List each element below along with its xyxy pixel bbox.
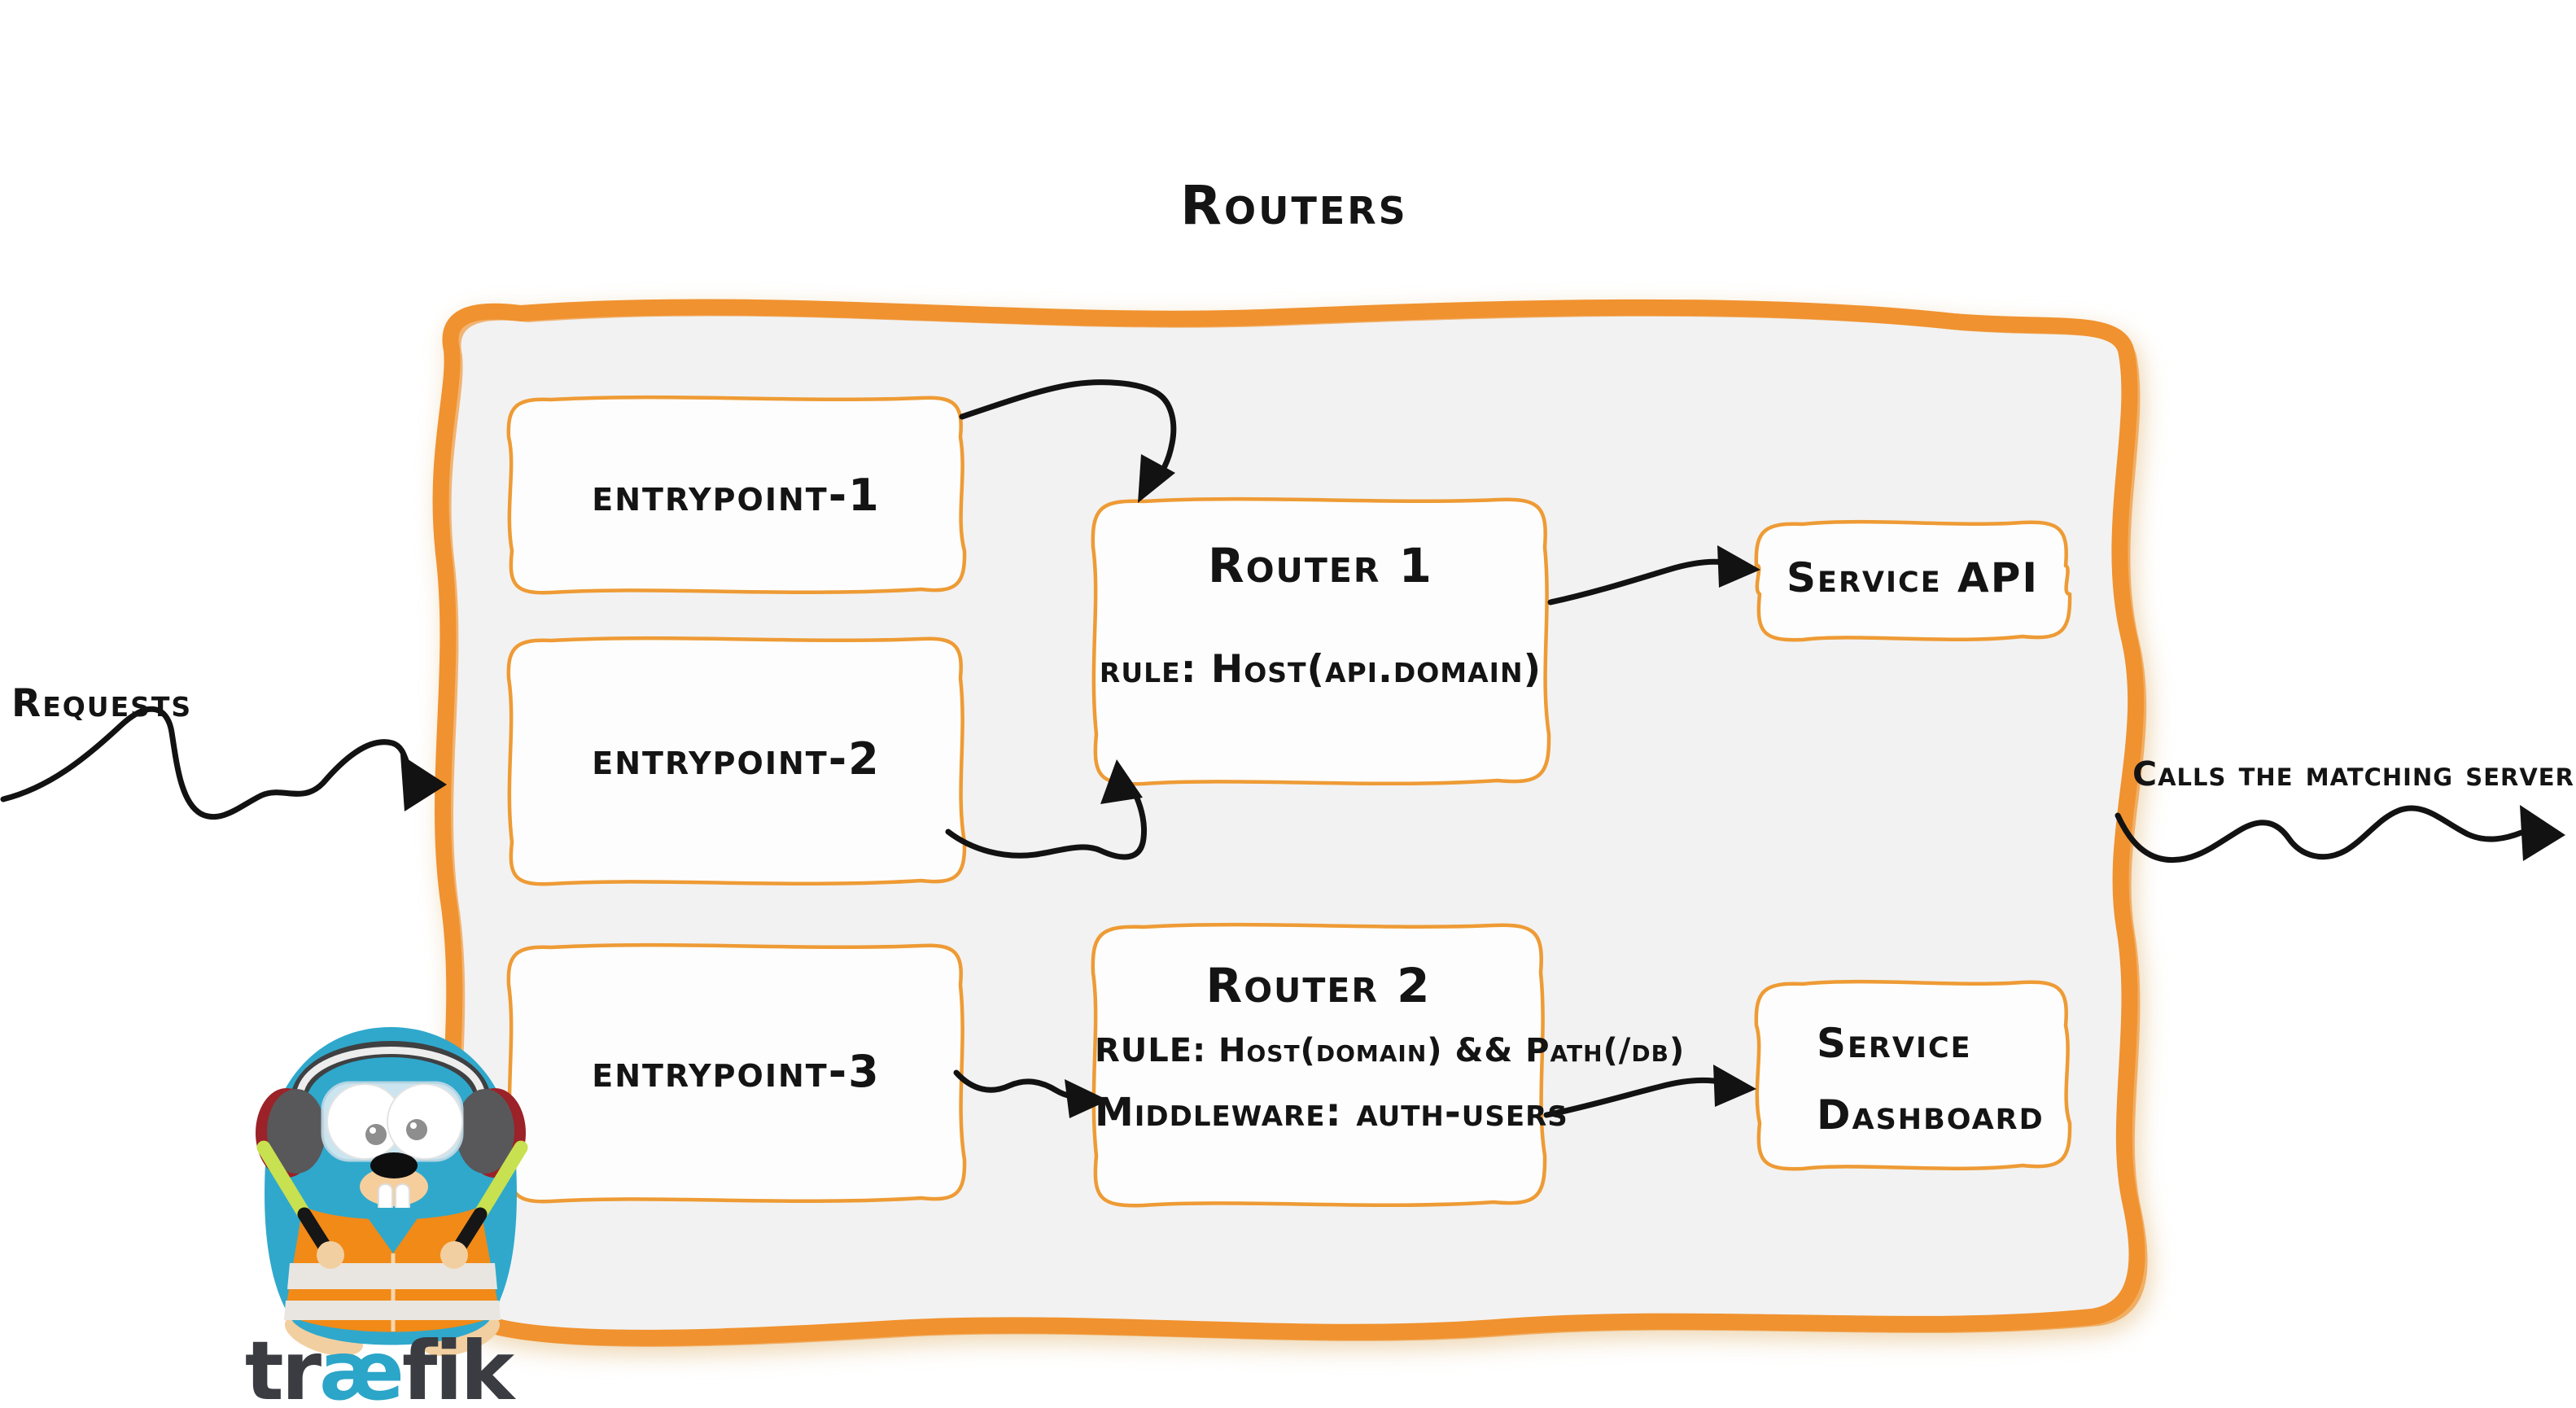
router-1-rule: rule: Host(api.domain) bbox=[1099, 647, 1542, 692]
router2-to-servicedashboard-arrow bbox=[1543, 1065, 1756, 1118]
entrypoint2-to-router1-arrowhead bbox=[1100, 759, 1143, 804]
router-2-title: Router 2 bbox=[1205, 958, 1432, 1013]
service-dashboard-box bbox=[1754, 979, 2072, 1171]
router2-to-servicedashboard-arrowhead bbox=[1713, 1065, 1756, 1107]
gopher-earcup-left bbox=[267, 1089, 326, 1174]
entrypoint3-to-router2-arrowhead bbox=[1065, 1079, 1109, 1118]
entrypoint-3-label: entrypoint-3 bbox=[592, 1046, 881, 1097]
entrypoint3-to-router2-arrow bbox=[953, 1069, 1109, 1118]
traefik-wordmark-ae: æ bbox=[319, 1323, 405, 1408]
gopher-baton-left-glow bbox=[256, 1140, 312, 1222]
gopher-eye-right bbox=[387, 1083, 463, 1160]
router-1-box bbox=[1091, 496, 1551, 786]
router-1-title: Router 1 bbox=[1208, 538, 1433, 593]
requests-arrow bbox=[0, 706, 447, 820]
calls-label: Calls the matching server bbox=[2132, 754, 2574, 794]
entrypoint-1-label: entrypoint-1 bbox=[592, 470, 881, 521]
traefik-wordmark-tr: tr bbox=[244, 1323, 321, 1408]
service-api-label: Service API bbox=[1787, 554, 2039, 601]
gopher-earcup-right bbox=[456, 1089, 514, 1174]
entrypoint1-to-router1-arrowhead bbox=[1138, 454, 1175, 503]
gopher-pupil-right-glint bbox=[410, 1122, 417, 1129]
requests-arrowhead bbox=[400, 754, 447, 811]
gopher-headphones-band-highlight bbox=[295, 1047, 486, 1100]
entrypoint-3-box bbox=[506, 942, 967, 1204]
service-dashboard-label-line2: Dashboard bbox=[1817, 1091, 2045, 1139]
gopher-hand-right bbox=[440, 1241, 468, 1269]
gopher-baton-right-glow bbox=[473, 1140, 528, 1222]
traefik-wordmark-fik: fik bbox=[401, 1323, 514, 1408]
gopher-vest-neckline bbox=[361, 1208, 425, 1253]
entrypoint1-to-router1-arrow bbox=[959, 379, 1177, 503]
router-2-middleware: Middleware: auth-users bbox=[1095, 1090, 1568, 1135]
entrypoint2-to-router1-arrow bbox=[945, 759, 1148, 860]
router-2-box bbox=[1091, 922, 1547, 1208]
traefik-wordmark: træfik bbox=[208, 1323, 549, 1408]
page-title: Routers bbox=[1180, 174, 1408, 237]
service-dashboard-label-line1: Service bbox=[1817, 1020, 1972, 1067]
gopher-pupil-left bbox=[365, 1124, 387, 1145]
traefik-gopher-mascot bbox=[256, 1027, 528, 1357]
service-api-box bbox=[1754, 519, 2072, 642]
gopher-pupil-right bbox=[406, 1119, 427, 1140]
router1-to-serviceapi-arrowhead bbox=[1717, 545, 1760, 588]
gopher-vest-stripe-1 bbox=[287, 1263, 497, 1289]
calls-arrow bbox=[2115, 805, 2565, 864]
entrypoint-1-box bbox=[506, 395, 967, 595]
entrypoint-2-box bbox=[506, 636, 967, 886]
calls-arrowhead bbox=[2520, 805, 2565, 861]
gopher-hand-left bbox=[317, 1241, 344, 1269]
gopher-pupil-left-glint bbox=[370, 1127, 376, 1134]
entrypoint-2-label: entrypoint-2 bbox=[592, 733, 881, 785]
router-2-rule: RULE: Host(domain) && Path(/db) bbox=[1095, 1032, 1686, 1069]
router1-to-serviceapi-arrow bbox=[1547, 545, 1760, 606]
gopher-snout bbox=[360, 1167, 428, 1206]
gopher-nose bbox=[370, 1152, 418, 1178]
requests-label: Requests bbox=[11, 681, 193, 726]
gopher-vest-stripe-2 bbox=[284, 1301, 501, 1320]
